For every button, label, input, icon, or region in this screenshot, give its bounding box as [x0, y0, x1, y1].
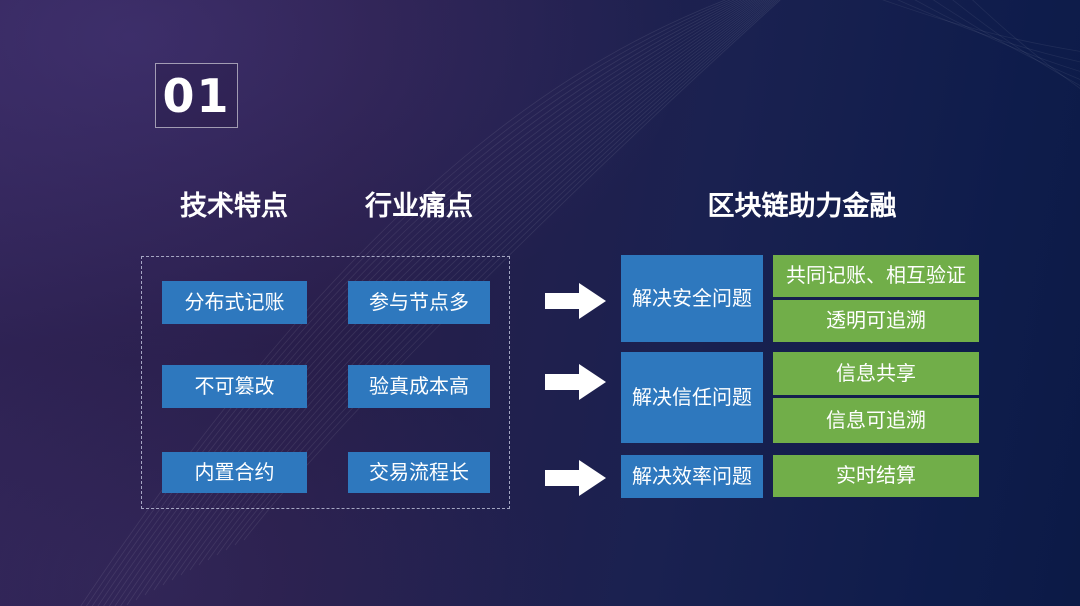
- section-number: 01: [162, 68, 231, 123]
- column-header-tech-features: 技术特点: [180, 191, 288, 221]
- solution-benefit-box: 信息共享: [773, 352, 979, 395]
- tech-feature-box: 内置合约: [162, 452, 307, 493]
- features-pain-frame: [141, 256, 510, 509]
- solution-problem-box: 解决效率问题: [621, 455, 763, 498]
- section-number-badge: 01: [155, 63, 238, 128]
- solution-benefit-box: 透明可追溯: [773, 300, 979, 342]
- column-header-pain-points: 行业痛点: [365, 191, 473, 221]
- solution-problem-box: 解决安全问题: [621, 255, 763, 342]
- solution-benefit-box: 共同记账、相互验证: [773, 255, 979, 297]
- solution-problem-box: 解决信任问题: [621, 352, 763, 443]
- tech-feature-box: 分布式记账: [162, 281, 307, 324]
- pain-point-box: 参与节点多: [348, 281, 490, 324]
- solution-benefit-box: 信息可追溯: [773, 398, 979, 443]
- arrow-right-icon: [545, 283, 606, 319]
- arrow-right-icon: [545, 364, 606, 400]
- arrow-right-icon: [545, 460, 606, 496]
- tech-feature-box: 不可篡改: [162, 365, 307, 408]
- pain-point-box: 验真成本高: [348, 365, 490, 408]
- pain-point-box: 交易流程长: [348, 452, 490, 493]
- section-header-blockchain-finance: 区块链助力金融: [707, 191, 897, 221]
- solution-benefit-box: 实时结算: [773, 455, 979, 497]
